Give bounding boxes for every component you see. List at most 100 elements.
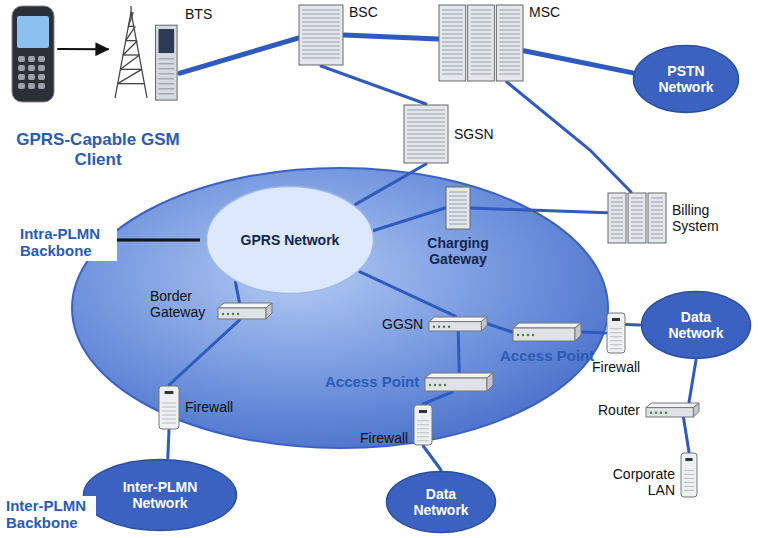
- drawing-part: [162, 415, 176, 416]
- drawing-part: [407, 130, 445, 131]
- drawing-part: [471, 14, 492, 15]
- drawing-part: [693, 403, 699, 417]
- drawing-part: [227, 313, 229, 315]
- drawing-part: [631, 210, 643, 211]
- access-point: Access Point: [325, 372, 494, 392]
- drawing-part: [28, 74, 35, 80]
- drawing-part: [433, 326, 435, 328]
- drawing-part: [499, 10, 520, 11]
- drawing-part: [449, 216, 467, 217]
- drawing-part: [681, 453, 697, 497]
- drawing-part: [159, 83, 175, 84]
- drawing-part: [302, 14, 340, 15]
- rack-icon: [404, 105, 448, 163]
- drawing-part: [414, 405, 432, 445]
- drawing-part: [407, 126, 445, 127]
- drawing-part: [610, 332, 622, 333]
- node-label: MSC: [529, 4, 560, 20]
- dev-icon: [646, 403, 699, 417]
- drawing-part: [608, 193, 626, 243]
- drawing-part: [407, 150, 445, 151]
- connector: [457, 332, 461, 372]
- drawing-part: [162, 419, 176, 420]
- drawing-part: [302, 34, 340, 35]
- drawing-part: [417, 436, 429, 437]
- drawing-part: [128, 12, 133, 26]
- callout-label: Inter-PLMN Backbone: [4, 496, 96, 533]
- drawing-part: [471, 54, 492, 55]
- drawing-part: [17, 16, 49, 48]
- drawing-part: [631, 214, 643, 215]
- drawing-part: [218, 308, 266, 319]
- drawing-part: [513, 323, 581, 328]
- rack3-symbol: [438, 4, 524, 82]
- drawing-part: [407, 118, 445, 119]
- node-label: Firewall: [185, 399, 233, 415]
- drawing-part: [165, 391, 174, 394]
- drawing-part: [18, 74, 25, 80]
- drawing-part: [417, 424, 429, 425]
- drawing-part: [120, 69, 141, 70]
- dev-icon: [425, 373, 493, 391]
- drawing-part: [651, 214, 663, 215]
- drawing-part: [651, 218, 663, 219]
- drawing-part: [159, 78, 175, 79]
- drawing-part: [499, 54, 520, 55]
- drawing-part: [499, 74, 520, 75]
- drawing-part: [438, 326, 440, 328]
- drawing-part: [611, 210, 623, 211]
- rack-icon: [446, 187, 470, 229]
- node-label: Inter-PLMN Network: [103, 479, 218, 511]
- drawing-part: [442, 10, 463, 11]
- firewall: Firewall: [158, 385, 233, 430]
- drawing-part: [651, 222, 663, 223]
- rack-symbol: [403, 104, 449, 164]
- drawing-part: [642, 292, 751, 359]
- drawing-part: [302, 18, 340, 19]
- drawing-part: [417, 440, 429, 441]
- drawing-part: [266, 303, 272, 319]
- node-label: Firewall: [592, 359, 640, 375]
- drawing-part: [442, 50, 463, 51]
- drawing-part: [499, 50, 520, 51]
- drawing-part: [648, 193, 666, 243]
- drawing-part: [684, 474, 694, 475]
- connector: [524, 51, 633, 73]
- drawing-part: [162, 423, 176, 424]
- drawing-part: [207, 187, 374, 294]
- node-label: GPRS Network: [241, 232, 340, 248]
- fw-symbol: [413, 404, 433, 446]
- drawing-part: [611, 234, 623, 235]
- drawing-part: [471, 34, 492, 35]
- drawing-part: [442, 74, 463, 75]
- fw-icon: [607, 313, 625, 353]
- drawing-part: [446, 187, 470, 229]
- network-ellipse: Data Network: [385, 470, 497, 534]
- node-label: Access Point: [325, 373, 419, 390]
- drawing-part: [449, 224, 467, 225]
- node-label: Charging Gateway: [418, 235, 498, 267]
- drawing-part: [429, 322, 481, 331]
- drawing-part: [407, 154, 445, 155]
- drawing-part: [631, 222, 643, 223]
- drawing-part: [442, 18, 463, 19]
- server-rack: SGSN: [403, 104, 494, 164]
- drawing-part: [232, 313, 234, 315]
- drawing-part: [449, 212, 467, 213]
- node-label: GPRS-Capable GSM Client: [8, 130, 188, 169]
- rack-symbol: [298, 4, 344, 66]
- node-label: Billing System: [672, 202, 742, 234]
- drawing-part: [651, 202, 663, 203]
- drawing-part: [159, 29, 175, 53]
- drawing-part: [496, 5, 523, 81]
- dev-symbol: [428, 316, 488, 332]
- drawing-part: [611, 226, 623, 227]
- drawing-part: [115, 12, 147, 98]
- gateway-server: Charging Gateway: [418, 186, 498, 267]
- drawing-part: [611, 238, 623, 239]
- drawing-part: [471, 50, 492, 51]
- drawing-part: [302, 58, 340, 59]
- network-ellipse: PSTN Network: [632, 44, 740, 114]
- backbone-ellipse: [72, 168, 608, 448]
- fw-icon: [681, 453, 697, 497]
